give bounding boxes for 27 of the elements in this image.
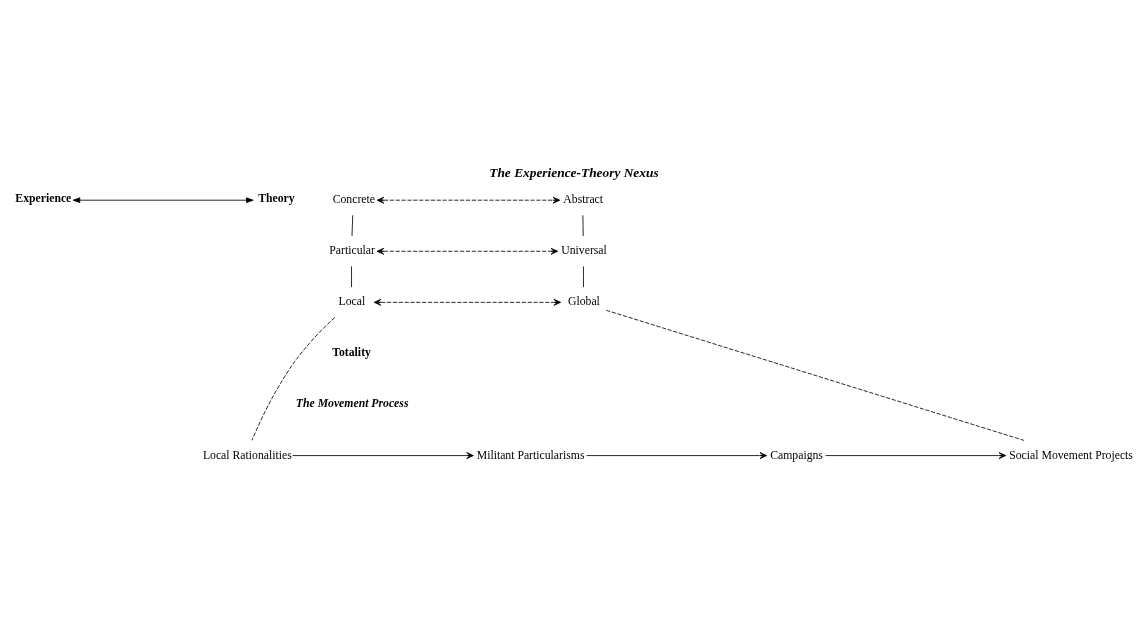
connector (251, 317, 336, 441)
arrow (373, 298, 561, 306)
node-text: Experience (15, 192, 72, 206)
node-text: Local (338, 295, 366, 309)
label: The Movement Process (295, 396, 409, 410)
arrow (72, 197, 254, 203)
node-text: Concrete (332, 193, 375, 207)
node-text: Abstract (563, 193, 604, 207)
label: Totality (332, 345, 371, 359)
node-text: Campaigns (770, 448, 823, 462)
node-text: Universal (561, 244, 607, 258)
node-text: Theory (258, 192, 295, 206)
connector (351, 265, 352, 288)
arrow (376, 196, 561, 204)
node-text: Militant Particularisms (476, 448, 585, 462)
arrow (292, 452, 474, 459)
node-text: Global (567, 295, 600, 309)
arrow (825, 452, 1007, 459)
arrow (586, 452, 768, 459)
node-text: Social Movement Projects (1009, 448, 1133, 462)
connector (605, 309, 1025, 441)
arrow (376, 247, 559, 255)
node-text: Particular (329, 244, 375, 258)
diagram-title: The Experience-Theory Nexus (489, 164, 659, 180)
connector (583, 265, 584, 288)
connector (351, 214, 354, 237)
node-text: Local Rationalities (202, 448, 292, 462)
